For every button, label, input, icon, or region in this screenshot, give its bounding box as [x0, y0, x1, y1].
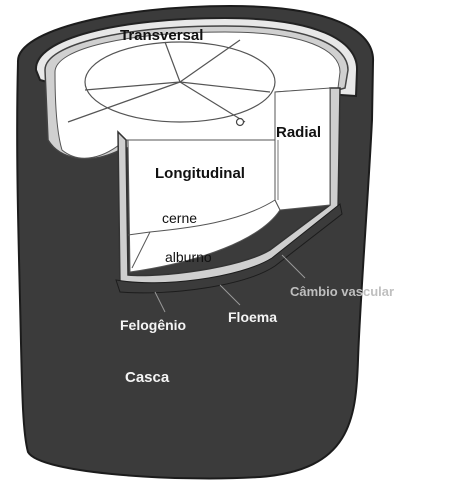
- label-cerne: cerne: [162, 210, 197, 226]
- label-floema: Floema: [228, 309, 277, 325]
- label-felogenio: Felogênio: [120, 317, 186, 333]
- pith-marker: [237, 119, 244, 126]
- label-transversal: Transversal: [120, 27, 203, 44]
- label-casca: Casca: [125, 369, 170, 386]
- label-radial: Radial: [276, 124, 321, 141]
- label-cambio-vascular: Câmbio vascular: [290, 284, 394, 299]
- label-alburno: alburno: [165, 249, 212, 265]
- label-longitudinal: Longitudinal: [155, 165, 245, 182]
- radial-face: [275, 88, 330, 210]
